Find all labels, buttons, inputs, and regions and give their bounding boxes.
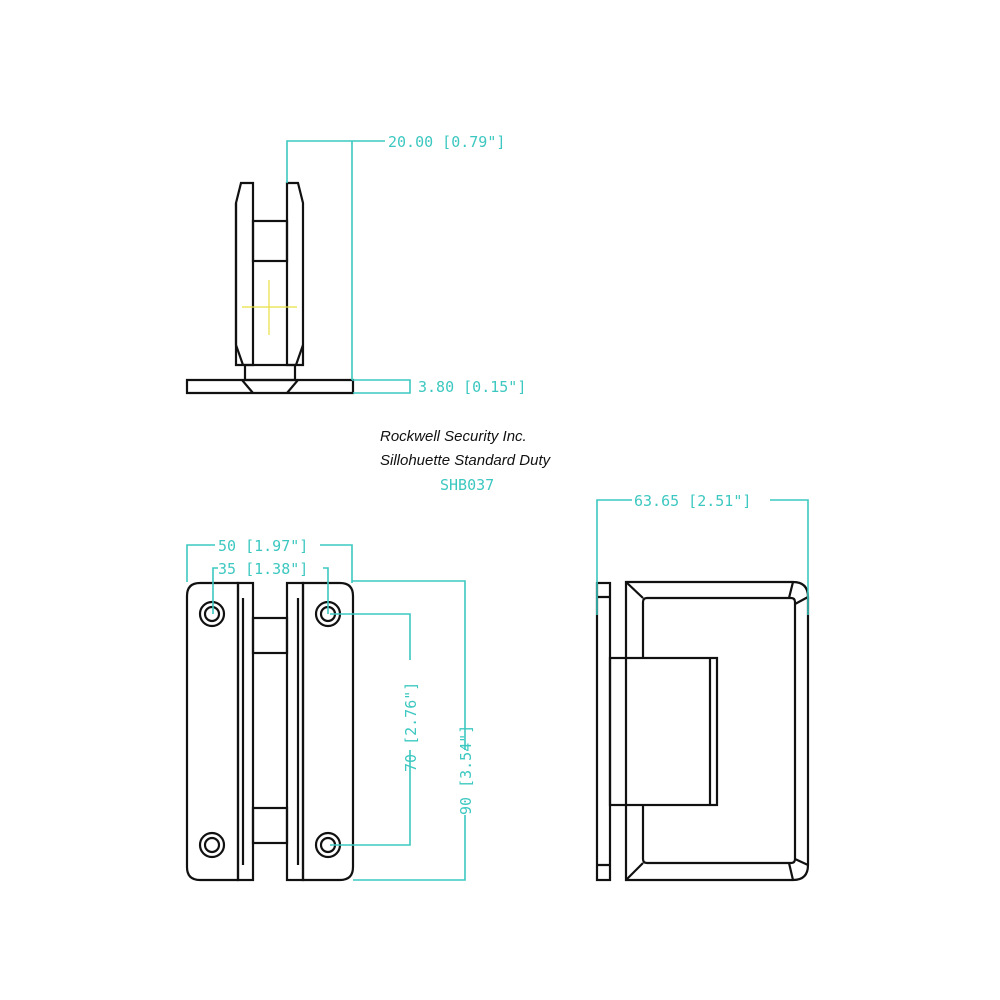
- dimension-top-depth: 20.00 [0.79"]: [388, 133, 505, 151]
- dimension-hole-spacing-height: 70 [2.76"]: [402, 682, 420, 772]
- dimension-side-width: 63.65 [2.51"]: [634, 492, 751, 510]
- company-name: Rockwell Security Inc.: [380, 428, 527, 445]
- dimension-overall-width: 50 [1.97"]: [218, 537, 308, 555]
- part-number: SHB037: [440, 476, 494, 494]
- mounting-holes: [198, 600, 342, 859]
- dimension-hole-spacing-width: 35 [1.38"]: [218, 560, 308, 578]
- dimension-line-top-depth: [286, 140, 411, 394]
- dimension-overall-height: 90 [3.54"]: [457, 725, 475, 815]
- front-view: 50 [1.97"] 35 [1.38"] 70 [2.76"] 90 [3.5…: [185, 537, 475, 882]
- dimension-base-thickness: 3.80 [0.15"]: [418, 378, 526, 396]
- product-name: Sillohuette Standard Duty: [380, 452, 552, 469]
- side-view: 63.65 [2.51"]: [595, 492, 810, 882]
- top-view: 20.00 [0.79"] 3.80 [0.15"]: [185, 133, 526, 396]
